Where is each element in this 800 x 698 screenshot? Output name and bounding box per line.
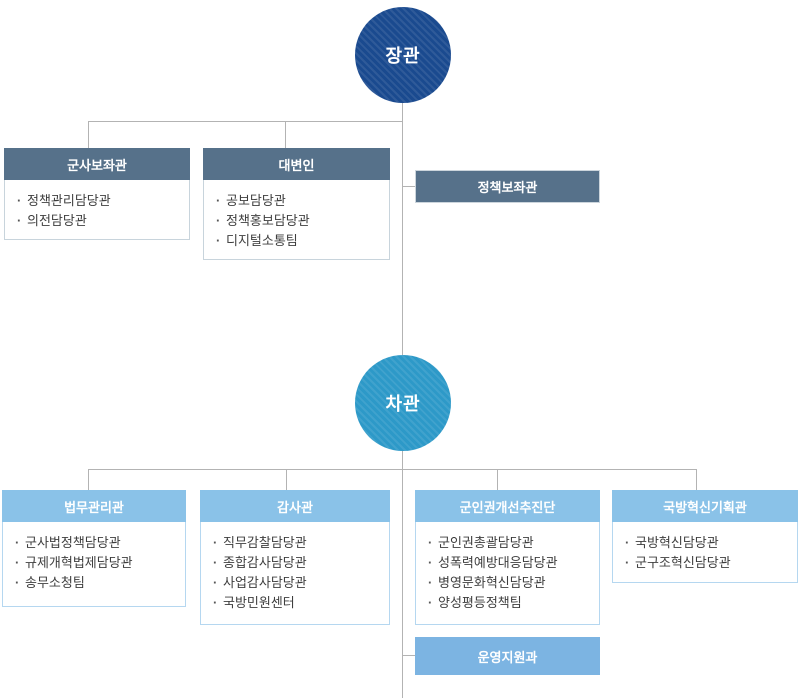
box-inspector-general: 감사관 직무감찰담당관 종합감사담당관 사업감사담당관 국방민원센터	[200, 490, 390, 625]
connector-row1-horizontal	[88, 121, 403, 122]
dept-list-item: 병영문화혁신담당관	[427, 573, 591, 593]
box-legal-affairs-title: 법무관리관	[2, 490, 186, 522]
vice-minister-circle: 차관	[355, 355, 451, 451]
dept-list-item: 양성평등정책팀	[427, 593, 591, 613]
dept-list-item: 정책관리담당관	[16, 191, 181, 211]
dept-list: 군인권총괄담당관 성폭력예방대응담당관 병영문화혁신담당관 양성평등정책팀	[427, 533, 591, 613]
dept-list-item: 군사법정책담당관	[14, 533, 177, 553]
box-inspector-general-body: 직무감찰담당관 종합감사담당관 사업감사담당관 국방민원센터	[200, 522, 390, 625]
box-policy-aide: 정책보좌관	[415, 170, 600, 203]
connector-row2-drop-4	[696, 469, 697, 490]
dept-list: 군사법정책담당관 규제개혁법제담당관 송무소청팀	[14, 533, 177, 593]
dept-list-item: 종합감사담당관	[212, 553, 381, 573]
box-inspector-general-title: 감사관	[200, 490, 390, 522]
dept-list-item: 의전담당관	[16, 211, 181, 231]
box-operations-support-title: 운영지원과	[477, 649, 538, 665]
connector-operations-stub	[403, 655, 415, 656]
dept-list-item: 규제개혁법제담당관	[14, 553, 177, 573]
box-human-rights-taskforce: 군인권개선추진단 군인권총괄담당관 성폭력예방대응담당관 병영문화혁신담당관 양…	[415, 490, 600, 625]
vice-minister-label: 차관	[385, 394, 421, 414]
box-human-rights-taskforce-body: 군인권총괄담당관 성폭력예방대응담당관 병영문화혁신담당관 양성평등정책팀	[415, 522, 600, 625]
box-legal-affairs: 법무관리관 군사법정책담당관 규제개혁법제담당관 송무소청팀	[2, 490, 186, 607]
box-defense-innovation-title: 국방혁신기획관	[612, 490, 798, 522]
dept-list: 국방혁신담당관 군구조혁신담당관	[624, 533, 789, 573]
connector-row1-drop-2	[285, 121, 286, 148]
dept-list-item: 공보담당관	[215, 191, 381, 211]
box-defense-innovation-body: 국방혁신담당관 군구조혁신담당관	[612, 522, 798, 583]
box-policy-aide-title: 정책보좌관	[477, 180, 538, 195]
dept-list-item: 사업감사담당관	[212, 573, 381, 593]
dept-list-item: 디지털소통팀	[215, 231, 381, 251]
dept-list-item: 국방혁신담당관	[624, 533, 789, 553]
box-operations-support: 운영지원과	[415, 637, 600, 675]
box-human-rights-taskforce-title: 군인권개선추진단	[415, 490, 600, 522]
dept-list: 직무감찰담당관 종합감사담당관 사업감사담당관 국방민원센터	[212, 533, 381, 613]
minister-label: 장관	[385, 46, 421, 66]
connector-policy-aide-stub	[403, 186, 415, 187]
box-spokesperson-body: 공보담당관 정책홍보담당관 디지털소통팀	[203, 180, 390, 260]
dept-list: 공보담당관 정책홍보담당관 디지털소통팀	[215, 191, 381, 251]
dept-list: 정책관리담당관 의전담당관	[16, 191, 181, 231]
box-military-aide-title: 군사보좌관	[4, 148, 190, 180]
box-military-aide-body: 정책관리담당관 의전담당관	[4, 180, 190, 240]
dept-list-item: 군인권총괄담당관	[427, 533, 591, 553]
dept-list-item: 송무소청팀	[14, 573, 177, 593]
connector-row2-drop-1	[88, 469, 89, 490]
dept-list-item: 정책홍보담당관	[215, 211, 381, 231]
box-defense-innovation: 국방혁신기획관 국방혁신담당관 군구조혁신담당관	[612, 490, 798, 583]
dept-list-item: 국방민원센터	[212, 593, 381, 613]
connector-row1-drop-1	[88, 121, 89, 148]
box-spokesperson: 대변인 공보담당관 정책홍보담당관 디지털소통팀	[203, 148, 390, 260]
box-military-aide: 군사보좌관 정책관리담당관 의전담당관	[4, 148, 190, 240]
dept-list-item: 성폭력예방대응담당관	[427, 553, 591, 573]
connector-row2-horizontal	[88, 469, 696, 470]
connector-main-upper	[402, 103, 403, 355]
connector-row2-drop-2	[286, 469, 287, 490]
dept-list-item: 직무감찰담당관	[212, 533, 381, 553]
box-legal-affairs-body: 군사법정책담당관 규제개혁법제담당관 송무소청팀	[2, 522, 186, 607]
connector-main-lower	[402, 451, 403, 698]
connector-row2-drop-3	[497, 469, 498, 490]
minister-circle: 장관	[355, 7, 451, 103]
dept-list-item: 군구조혁신담당관	[624, 553, 789, 573]
box-spokesperson-title: 대변인	[203, 148, 390, 180]
